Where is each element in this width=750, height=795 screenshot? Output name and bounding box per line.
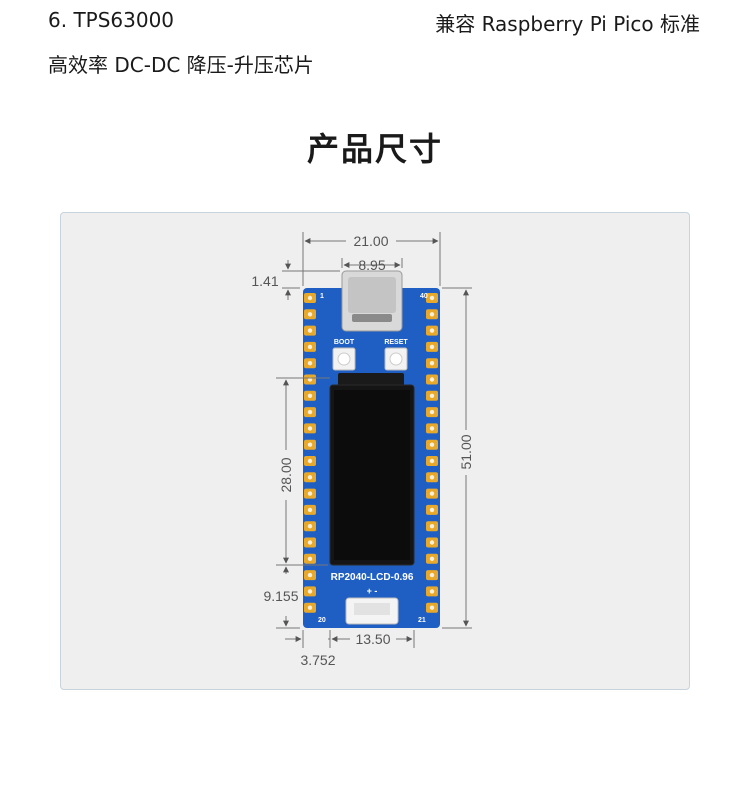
pin-hole	[307, 475, 313, 480]
dim-width: 21.00	[353, 233, 388, 249]
pin-hole	[307, 556, 313, 561]
pin-hole	[429, 361, 435, 366]
pin-hole	[307, 524, 313, 529]
compat-note: 兼容 Raspberry Pi Pico 标准	[435, 12, 700, 36]
boot-button	[332, 347, 356, 371]
pin-hole	[307, 442, 313, 447]
pin-hole	[307, 328, 313, 333]
section-title: 产品尺寸	[306, 130, 443, 168]
pin-hole	[307, 589, 313, 594]
pin-hole	[307, 361, 313, 366]
pin-hole	[307, 507, 313, 513]
feature-desc: 高效率 DC-DC 降压-升压芯片	[48, 53, 314, 77]
lcd-screen	[329, 373, 415, 566]
pin-hole	[429, 475, 435, 480]
pin-hole	[429, 312, 435, 317]
pin-hole	[429, 344, 435, 350]
pin-hole	[429, 442, 435, 447]
pin-hole	[307, 491, 313, 496]
pin-hole	[429, 458, 435, 464]
pin-hole	[307, 426, 313, 431]
pin-hole	[429, 377, 435, 382]
pin-hole	[307, 295, 313, 301]
pin-pads	[304, 293, 438, 613]
pin-hole	[429, 295, 435, 301]
pin-hole	[429, 409, 435, 415]
pin-hole	[429, 589, 435, 594]
dim-usb-width: 8.95	[358, 257, 385, 273]
battery-connector	[345, 597, 399, 625]
pin-hole	[429, 556, 435, 561]
pin-20-label: 20	[318, 617, 326, 624]
dim-height: 51.00	[458, 434, 474, 469]
pin-hole	[429, 540, 435, 545]
pin-hole	[307, 344, 313, 350]
pin-hole	[307, 393, 313, 398]
pin-40-label: 40	[420, 293, 428, 300]
dim-usb-offset: 1.41	[251, 273, 278, 289]
dim-bottom-offset: 9.155	[263, 588, 298, 604]
reset-button	[384, 347, 408, 371]
pin-hole	[307, 605, 313, 610]
pin-hole	[307, 540, 313, 545]
pin-hole	[307, 409, 313, 415]
pin-hole	[429, 507, 435, 513]
boot-label: BOOT	[334, 339, 355, 346]
pin-hole	[307, 458, 313, 464]
pin-hole	[429, 328, 435, 333]
pin-hole	[429, 393, 435, 398]
pin-1-label: 1	[320, 293, 324, 300]
reset-label: RESET	[384, 339, 408, 346]
pin-hole	[307, 572, 313, 578]
pin-hole	[429, 524, 435, 529]
pin-hole	[307, 312, 313, 317]
polarity-label: + -	[367, 586, 378, 596]
pin-21-label: 21	[418, 617, 426, 624]
usb-c-connector	[341, 270, 403, 332]
dim-connector-width: 13.50	[355, 631, 390, 647]
pin-hole	[429, 572, 435, 578]
dim-left-offset: 3.752	[300, 652, 335, 668]
pin-hole	[429, 605, 435, 610]
feature-item: 6. TPS63000	[48, 8, 175, 32]
pin-hole	[429, 491, 435, 496]
dim-screen-height: 28.00	[278, 457, 294, 492]
pin-hole	[429, 426, 435, 431]
dimension-lines	[276, 232, 472, 648]
model-label: RP2040-LCD-0.96	[331, 572, 414, 583]
